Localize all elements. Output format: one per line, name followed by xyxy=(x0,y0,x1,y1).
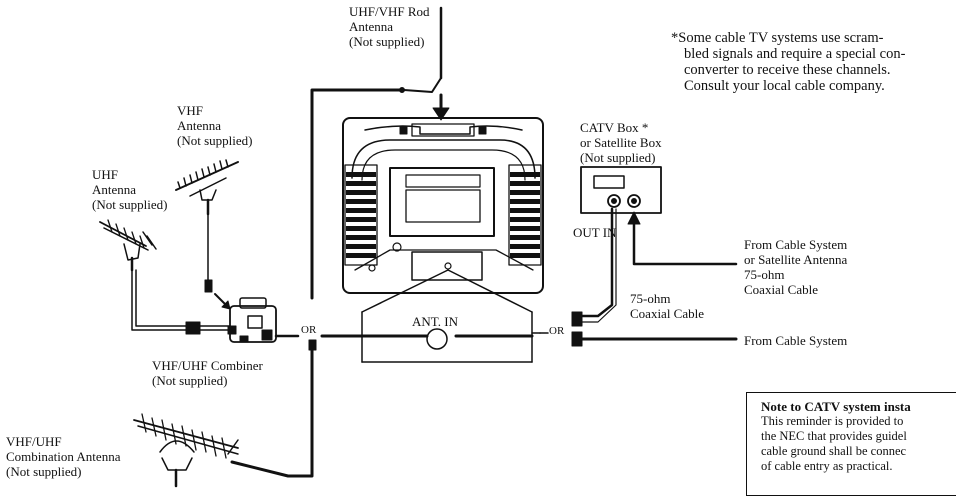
combination-antenna-label: VHF/UHF Combination Antenna (Not supplie… xyxy=(6,434,121,479)
combiner-label: VHF/UHF Combiner (Not supplied) xyxy=(152,358,263,388)
from-cable-satellite-label: From Cable System or Satellite Antenna 7… xyxy=(744,237,848,297)
ant-in-label: ANT. IN xyxy=(412,314,458,329)
combiner-icon xyxy=(227,297,300,343)
or-left-label: OR xyxy=(301,324,317,336)
catv-box-label: CATV Box * or Satellite Box (Not supplie… xyxy=(580,120,662,165)
or-right-label: OR xyxy=(549,325,565,337)
catv-box-icon xyxy=(580,166,662,214)
catv-note-title: Note to CATV system insta xyxy=(761,399,911,414)
out-in-label: OUT IN xyxy=(573,225,617,240)
rod-antenna-label: UHF/VHF Rod Antenna (Not supplied) xyxy=(349,4,430,49)
vhf-antenna-label: VHF Antenna (Not supplied) xyxy=(177,103,253,148)
vhf-antenna-icon xyxy=(175,159,239,216)
uhf-antenna-label: UHF Antenna (Not supplied) xyxy=(92,167,168,212)
catv-note-line: the NEC that provides guidel xyxy=(761,429,907,443)
catv-note-line: This reminder is provided to xyxy=(761,414,904,428)
combination-antenna-icon xyxy=(133,413,239,488)
coax-label: 75-ohm Coaxial Cable xyxy=(630,291,705,321)
catv-note-line: cable ground shall be connec xyxy=(761,444,907,458)
catv-installer-note: Note to CATV system insta This reminder … xyxy=(746,392,956,496)
down-arrow-icon xyxy=(432,93,450,121)
tv-vent-grille xyxy=(346,172,540,258)
uhf-antenna-icon xyxy=(99,219,157,272)
from-cable-system-label: From Cable System xyxy=(744,333,848,348)
small-arrow-icon xyxy=(214,293,231,310)
catv-note-line: of cable entry as practical. xyxy=(761,459,893,473)
tv-back-icon xyxy=(342,117,544,294)
scramble-note: *Some cable TV systems use scram- bled s… xyxy=(671,30,906,94)
